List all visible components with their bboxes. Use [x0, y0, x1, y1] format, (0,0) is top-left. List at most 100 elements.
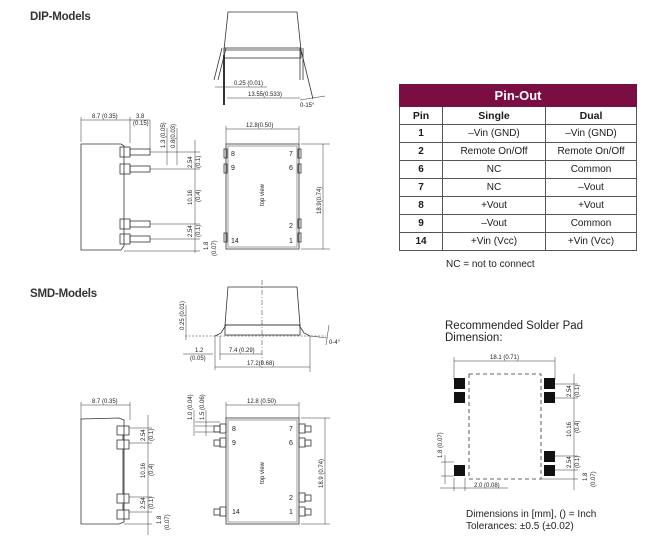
table-row: 1–Vin (GND)–Vin (GND): [399, 124, 637, 143]
dim-text: (0.4): [149, 464, 155, 476]
dim-text: 12.8 (0.50): [247, 399, 276, 405]
dim-text: 8.7 (0.35): [92, 114, 118, 120]
dim-text: 12.8(0.50): [246, 123, 273, 129]
single-cell: Remote On/Off: [442, 142, 546, 161]
dim-text: 2.54: [188, 225, 194, 237]
dim-text: (0.1): [149, 497, 155, 509]
dim-text: 2.54: [141, 497, 147, 509]
col-header-pin: Pin: [399, 106, 443, 125]
pin-label: 8: [232, 426, 236, 433]
dim-text: (0.1): [196, 225, 202, 237]
dim-text: 0-15°: [300, 103, 315, 109]
footer-notes: Dimensions in [mm], () = Inch Tolerances…: [466, 509, 596, 533]
pin-label: 1: [289, 238, 293, 245]
dim-text: (0.4): [575, 421, 581, 433]
dim-text: 1.5 (0.06): [200, 394, 206, 420]
solder-pad: [454, 378, 465, 389]
col-header-single: Single: [442, 106, 546, 125]
solder-pad: [544, 392, 555, 403]
dual-cell: Common: [545, 160, 637, 179]
pin-label: 14: [231, 238, 239, 245]
solder-pad: [454, 465, 465, 476]
pin-label: 9: [232, 440, 236, 447]
pinout-title: Pin-Out: [399, 84, 637, 107]
pin-label: 8: [231, 151, 235, 158]
dim-text: 7.4 (0.29): [229, 348, 255, 354]
dim-text: 1.3 (0.05): [161, 122, 167, 148]
dim-text: 2.54: [567, 456, 573, 468]
smd-models-title: SMD-Models: [30, 288, 98, 300]
pin-label: 9: [231, 165, 235, 172]
tolerance-note: Tolerances: ±0.5 (±0.02): [466, 521, 574, 532]
nc-note: NC = not to connect: [446, 259, 535, 270]
pin-cell: 14: [399, 232, 443, 251]
dim-text: 18.1 (0.71): [490, 355, 519, 361]
units-note: Dimensions in [mm], () = Inch: [466, 509, 597, 520]
smd-side-view: [183, 280, 330, 372]
dim-text: 18.9 (0.74): [319, 459, 325, 488]
dim-text: (0.1): [196, 156, 202, 168]
top-view-label: top view: [260, 183, 266, 206]
solder-pads: [454, 378, 555, 476]
solder-pad-layout: [440, 357, 578, 491]
pin-cell: 9: [399, 214, 443, 233]
dim-text: 2.54: [567, 385, 573, 397]
dim-text: (0.1): [575, 385, 581, 397]
col-header-dual: Dual: [545, 106, 637, 125]
solder-pad: [544, 465, 555, 476]
dim-text: 0.8(0.03): [171, 124, 177, 148]
dip-side-view: [213, 11, 326, 105]
dim-text: 0.25 (0.01): [180, 301, 186, 330]
dim-text: 0-4°: [329, 340, 341, 346]
dim-text: 2.54: [141, 429, 147, 441]
dim-text: 17.2(0.68): [247, 361, 274, 367]
dim-text: 1.0 (0.04): [188, 394, 194, 420]
single-cell: NC: [442, 178, 546, 197]
dim-text: (0.1): [149, 429, 155, 441]
dim-text: 3.8: [136, 114, 145, 120]
solder-title-line1: Recommended Solder Pad: [445, 320, 584, 332]
dim-text: (0.07): [591, 471, 597, 487]
dual-cell: Remote On/Off: [545, 142, 637, 161]
dim-text: 2.54: [188, 156, 194, 168]
pin-label: 1: [289, 509, 293, 516]
dip-models-title: DIP-Models: [30, 11, 91, 23]
top-view-label: top view: [260, 461, 266, 484]
dual-cell: +Vout: [545, 196, 637, 215]
dim-text: 18.9(0.74): [317, 187, 323, 214]
dim-text: (0.07): [165, 514, 171, 530]
pin-label: 6: [289, 440, 293, 447]
dual-cell: –Vin (GND): [545, 124, 637, 143]
single-cell: NC: [442, 160, 546, 179]
solder-title-line2: Dimension:: [445, 332, 503, 344]
dim-text: 0.25 (0.01): [234, 81, 263, 87]
smd-top-view: [193, 402, 330, 525]
pinout-table: Pin-Out Pin Single Dual 1–Vin (GND)–Vin …: [399, 84, 637, 251]
dim-text: (0.07): [212, 240, 218, 256]
dim-text: 10.16: [141, 462, 147, 478]
dual-cell: Common: [545, 214, 637, 233]
dim-text: (0.05): [190, 356, 206, 362]
dim-text: 13.55(0.533): [248, 92, 282, 98]
solder-pad-title: Recommended Solder Pad Dimension:: [445, 320, 583, 344]
dim-text: 8.7 (0.35): [92, 399, 118, 405]
single-cell: +Vin (Vcc): [442, 232, 546, 251]
solder-pad: [544, 451, 555, 462]
dip-top-view: [223, 126, 330, 250]
dip-end-view: [80, 117, 200, 253]
pin-label: 2: [289, 495, 293, 502]
single-cell: –Vout: [442, 214, 546, 233]
dim-text: (0.15): [133, 121, 149, 127]
dim-text: 1.8 (0.07): [438, 432, 444, 458]
pin-label: 2: [289, 223, 293, 230]
pin-label: 14: [232, 509, 240, 516]
dim-text: 10.16: [567, 421, 573, 437]
pin-label: 6: [289, 165, 293, 172]
dim-text: 2.0 (0.08): [474, 483, 500, 489]
pin-cell: 6: [399, 160, 443, 179]
dim-text: 1.8: [157, 515, 163, 524]
table-row: 8+Vout+Vout: [399, 196, 637, 215]
